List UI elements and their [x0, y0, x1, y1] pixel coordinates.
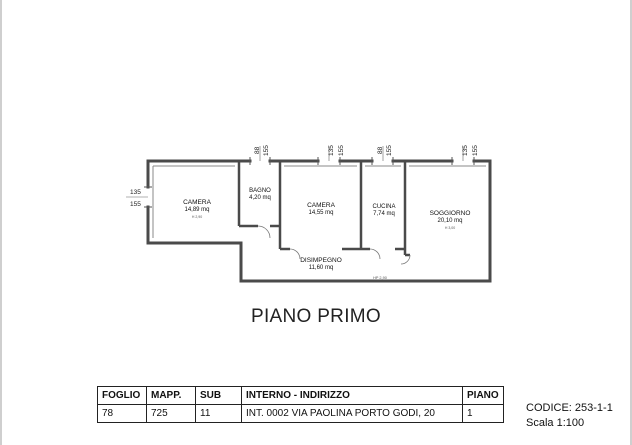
cell-sub: 11 — [195, 404, 242, 423]
hp-label: HP 2,90 — [373, 276, 387, 280]
code-block: CODICE: 253-1-1 Scala 1:100 — [526, 401, 613, 431]
dim-label-top-155-d: 155 — [472, 145, 479, 156]
room-area-soggiorno: 20,10 mq — [437, 218, 462, 224]
room-name-camera1: CAMERA — [183, 199, 211, 206]
page-edge-right — [630, 0, 632, 445]
room-area-camera1: 14,89 mq — [184, 207, 209, 213]
door-arc-soggiorno — [400, 254, 411, 265]
header-foglio: FOGLIO — [97, 386, 147, 405]
cell-mapp: 725 — [146, 404, 196, 423]
codice-label: CODICE: 253-1-1 — [526, 402, 613, 414]
cell-piano: 1 — [462, 404, 504, 423]
wall-inner-line — [152, 165, 486, 238]
dim-label-top-135-d: 135 — [462, 145, 469, 156]
room-area-bagno: 4,20 mq — [249, 195, 271, 201]
room-name-cucina: CUCINA — [372, 204, 395, 210]
dim-label-left-155: 155 — [130, 201, 141, 208]
header-mapp: MAPP. — [146, 386, 196, 405]
room-name-soggiorno: SOGGIORNO — [430, 210, 471, 217]
header-interno-indirizzo: INTERNO - INDIRIZZO — [241, 386, 463, 405]
header-piano: PIANO — [462, 386, 504, 405]
dim-label-top-88-a: 88 — [254, 146, 261, 154]
room-height-camera1: H 2,90 — [192, 215, 202, 219]
dim-label-top-155-c: 155 — [386, 145, 393, 156]
room-area-cucina: 7,74 mq — [373, 211, 395, 217]
room-name-disimpegno: DISIMPEGNO — [300, 257, 342, 264]
room-area-camera2: 14,55 mq — [308, 210, 333, 216]
header-sub: SUB — [195, 386, 242, 405]
dim-label-top-155-a: 155 — [263, 145, 270, 156]
door-arc-cucina — [369, 248, 381, 260]
dim-label-top-88-c: 88 — [377, 146, 384, 154]
cadastral-table: FOGLIO MAPP. SUB INTERNO - INDIRIZZO PIA… — [97, 386, 504, 423]
cell-interno-indirizzo: INT. 0002 VIA PAOLINA PORTO GODI, 20 — [241, 404, 463, 423]
cell-foglio: 78 — [97, 404, 147, 423]
page-edge-left — [0, 0, 2, 445]
scala-label: Scala 1:100 — [526, 417, 585, 429]
room-area-disimpegno: 11,60 mq — [309, 265, 334, 271]
door-arc-bagno — [257, 225, 271, 239]
floor-title: PIANO PRIMO — [251, 306, 381, 327]
floor-plan: 135 155 88 155 135 155 88 155 135 155 CA… — [126, 145, 492, 283]
room-name-camera2: CAMERA — [307, 202, 335, 209]
dim-label-left-135: 135 — [130, 189, 141, 196]
table-header-row: FOGLIO MAPP. SUB INTERNO - INDIRIZZO PIA… — [97, 386, 504, 405]
door-arc-camera2 — [289, 248, 301, 260]
room-name-bagno: BAGNO — [249, 188, 271, 194]
table-row: 78 725 11 INT. 0002 VIA PAOLINA PORTO GO… — [97, 404, 504, 423]
dim-label-top-135-b: 135 — [328, 145, 335, 156]
room-height-soggiorno: H 3,00 — [445, 226, 455, 230]
dim-label-top-155-b: 155 — [338, 145, 345, 156]
